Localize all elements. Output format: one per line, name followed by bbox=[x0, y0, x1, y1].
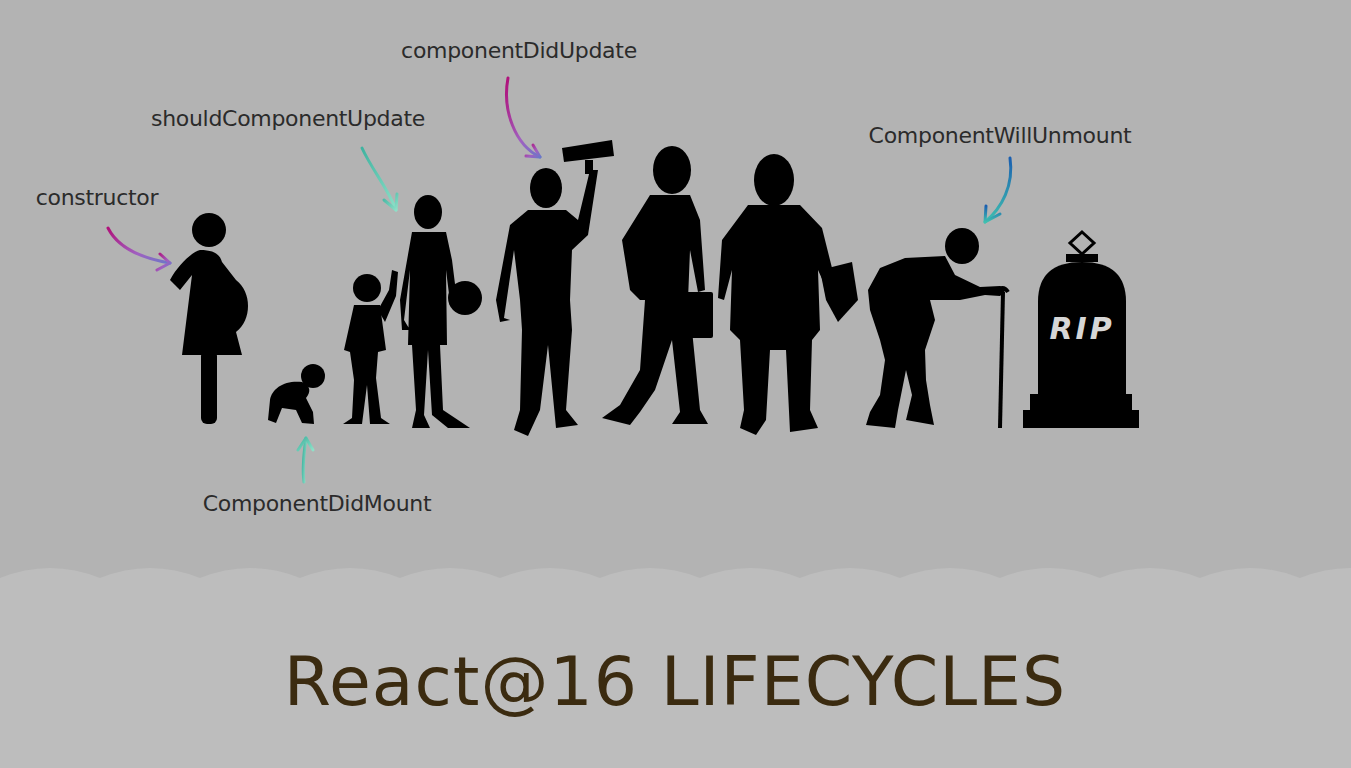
man-figure bbox=[602, 146, 713, 425]
tombstone-base bbox=[1030, 394, 1132, 412]
teen-figure bbox=[585, 160, 593, 174]
old-man-figure bbox=[866, 256, 1006, 428]
toddler-figure bbox=[353, 274, 381, 302]
man-figure bbox=[653, 146, 691, 194]
woman-figure bbox=[170, 213, 248, 424]
older-man-figure bbox=[718, 205, 835, 435]
leader-arrows bbox=[985, 206, 1000, 222]
lifecycle-label: ComponentWillUnmount bbox=[869, 123, 1132, 149]
old-man-figure bbox=[945, 228, 979, 264]
leader-arrows bbox=[108, 228, 170, 263]
teen-figure bbox=[530, 168, 562, 208]
teen-figure bbox=[496, 170, 598, 436]
older-man-figure bbox=[754, 154, 794, 206]
woman-figure bbox=[170, 250, 248, 355]
label-slot: componentDidUpdate bbox=[401, 38, 637, 64]
teen-figure bbox=[496, 140, 614, 436]
label-slot: shouldComponentUpdate bbox=[151, 106, 425, 132]
tombstone-text: RIP bbox=[1049, 311, 1114, 346]
leader-arrows bbox=[362, 148, 396, 210]
older-man-figure bbox=[820, 262, 858, 322]
tombstone-base bbox=[1023, 410, 1139, 428]
woman-figure bbox=[201, 350, 217, 424]
boy-figure bbox=[448, 281, 482, 315]
lifecycle-label: constructor bbox=[36, 185, 159, 211]
toddler-figure bbox=[343, 305, 390, 424]
toddler-figure bbox=[343, 270, 398, 424]
label-slot: ComponentWillUnmount bbox=[869, 123, 1132, 149]
tombstone-base bbox=[1066, 254, 1098, 262]
title: React@16 LIFECYCLES bbox=[284, 643, 1067, 721]
tombstone: RIP bbox=[1038, 262, 1126, 396]
old-man-figure bbox=[996, 288, 1008, 292]
tombstone-base bbox=[1070, 232, 1094, 254]
leader-arrows bbox=[985, 158, 1011, 222]
lifecycle-label: shouldComponentUpdate bbox=[151, 106, 425, 132]
man-figure bbox=[683, 292, 713, 338]
leader-arrows bbox=[507, 78, 540, 157]
wave-band bbox=[0, 568, 1351, 768]
lifecycle-label: ComponentDidMount bbox=[203, 491, 432, 517]
boy-figure bbox=[400, 195, 482, 428]
label-slot: ComponentDidMount bbox=[203, 491, 432, 517]
leader-arrows bbox=[384, 194, 397, 210]
boy-figure bbox=[414, 195, 442, 229]
leader-arrows bbox=[526, 145, 540, 157]
teen-figure bbox=[562, 140, 614, 162]
old-man-figure bbox=[1000, 292, 1003, 428]
leader-arrows bbox=[157, 254, 170, 270]
toddler-figure bbox=[378, 270, 398, 322]
tombstone-shape bbox=[1038, 262, 1126, 396]
boy-figure bbox=[400, 232, 470, 428]
lifecycle-label: componentDidUpdate bbox=[401, 38, 637, 64]
tombstone-base bbox=[1023, 232, 1139, 428]
leader-arrows bbox=[298, 438, 313, 450]
baby-figure bbox=[268, 364, 325, 424]
leader-arrows bbox=[303, 438, 306, 482]
woman-figure bbox=[192, 213, 226, 247]
old-man-figure bbox=[866, 228, 1008, 428]
baby-figure bbox=[268, 382, 314, 424]
older-man-figure bbox=[718, 154, 858, 435]
label-slot: constructor bbox=[36, 185, 159, 211]
title-slot: React@16 LIFECYCLES bbox=[284, 643, 1067, 721]
